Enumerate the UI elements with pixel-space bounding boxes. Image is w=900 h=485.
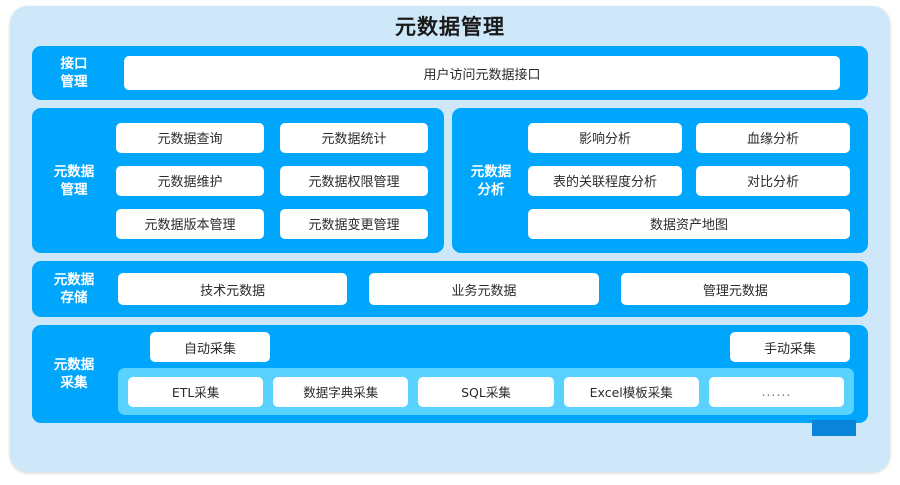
collection-sources-container: ETL采集 数据字典采集 SQL采集 Excel模板采集 ......: [118, 368, 854, 415]
section-body-interface-management: 用户访问元数据接口: [110, 56, 868, 90]
item-metadata-statistics[interactable]: 元数据统计: [280, 122, 428, 153]
section-body-metadata-analysis: 影响分析 血缘分析 表的关联程度分析 对比分析 数据资产地图: [524, 122, 868, 239]
section-metadata-management: 元数据 管理 元数据查询 元数据统计 元数据维护 元数据权限管理 元数据版本管理…: [32, 108, 444, 253]
section-label-metadata-management: 元数据 管理: [53, 163, 95, 198]
section-label-interface-management: 接口 管理: [60, 56, 88, 90]
section-metadata-analysis: 元数据 分析 影响分析 血缘分析 表的关联程度分析 对比分析 数据资产地图: [452, 108, 868, 253]
item-more-collection[interactable]: ......: [708, 376, 845, 407]
page-title: 元数据管理: [395, 15, 505, 39]
item-metadata-maintenance[interactable]: 元数据维护: [116, 165, 264, 196]
item-etl-collection[interactable]: ETL采集: [128, 376, 264, 407]
item-metadata-permission-management[interactable]: 元数据权限管理: [280, 165, 428, 196]
item-metadata-query[interactable]: 元数据查询: [116, 122, 264, 153]
item-data-asset-map[interactable]: 数据资产地图: [528, 208, 850, 239]
section-interface-management: 接口 管理 用户访问元数据接口: [32, 46, 868, 100]
collection-modes-spacer: [270, 332, 730, 362]
item-automatic-collection[interactable]: 自动采集: [150, 332, 270, 362]
section-body-metadata-management: 元数据查询 元数据统计 元数据维护 元数据权限管理 元数据版本管理 元数据变更管…: [110, 122, 444, 239]
item-table-correlation-analysis[interactable]: 表的关联程度分析: [528, 165, 682, 196]
section-label-metadata-collection: 元数据 采集: [53, 357, 95, 391]
section-label-metadata-analysis: 元数据 分析: [470, 163, 512, 198]
section-body-metadata-storage: 技术元数据 业务元数据 管理元数据: [110, 273, 868, 305]
middle-row: 元数据 管理 元数据查询 元数据统计 元数据维护 元数据权限管理 元数据版本管理…: [32, 108, 868, 253]
item-metadata-change-management[interactable]: 元数据变更管理: [280, 208, 428, 239]
section-metadata-collection: 元数据 采集 自动采集 手动采集 ETL采集 数据字典采集 SQL采集 Exce…: [32, 325, 868, 423]
item-impact-analysis[interactable]: 影响分析: [528, 122, 682, 153]
metadata-analysis-grid: 影响分析 血缘分析 表的关联程度分析 对比分析 数据资产地图: [524, 122, 868, 239]
item-metadata-version-management[interactable]: 元数据版本管理: [116, 208, 264, 239]
metadata-management-grid: 元数据查询 元数据统计 元数据维护 元数据权限管理 元数据版本管理 元数据变更管…: [110, 122, 444, 239]
item-user-access-metadata-api[interactable]: 用户访问元数据接口: [124, 56, 840, 90]
item-technical-metadata[interactable]: 技术元数据: [118, 273, 348, 305]
item-data-dictionary-collection[interactable]: 数据字典采集: [273, 376, 409, 407]
collection-modes-row: 自动采集 手动采集: [118, 332, 854, 362]
item-excel-template-collection[interactable]: Excel模板采集: [563, 376, 699, 407]
item-management-metadata[interactable]: 管理元数据: [620, 273, 850, 305]
section-label-metadata-storage: 元数据 存储: [53, 272, 95, 306]
item-lineage-analysis[interactable]: 血缘分析: [696, 122, 850, 153]
item-comparison-analysis[interactable]: 对比分析: [696, 165, 850, 196]
item-business-metadata[interactable]: 业务元数据: [369, 273, 599, 305]
item-manual-collection[interactable]: 手动采集: [730, 332, 850, 362]
metadata-architecture-card: 元数据管理 接口 管理 用户访问元数据接口 元数据 管理 元数据查询 元数据统计…: [10, 6, 890, 472]
section-metadata-storage: 元数据 存储 技术元数据 业务元数据 管理元数据: [32, 261, 868, 317]
section-body-metadata-collection: 自动采集 手动采集 ETL采集 数据字典采集 SQL采集 Excel模板采集 .…: [110, 325, 868, 423]
item-sql-collection[interactable]: SQL采集: [418, 376, 554, 407]
